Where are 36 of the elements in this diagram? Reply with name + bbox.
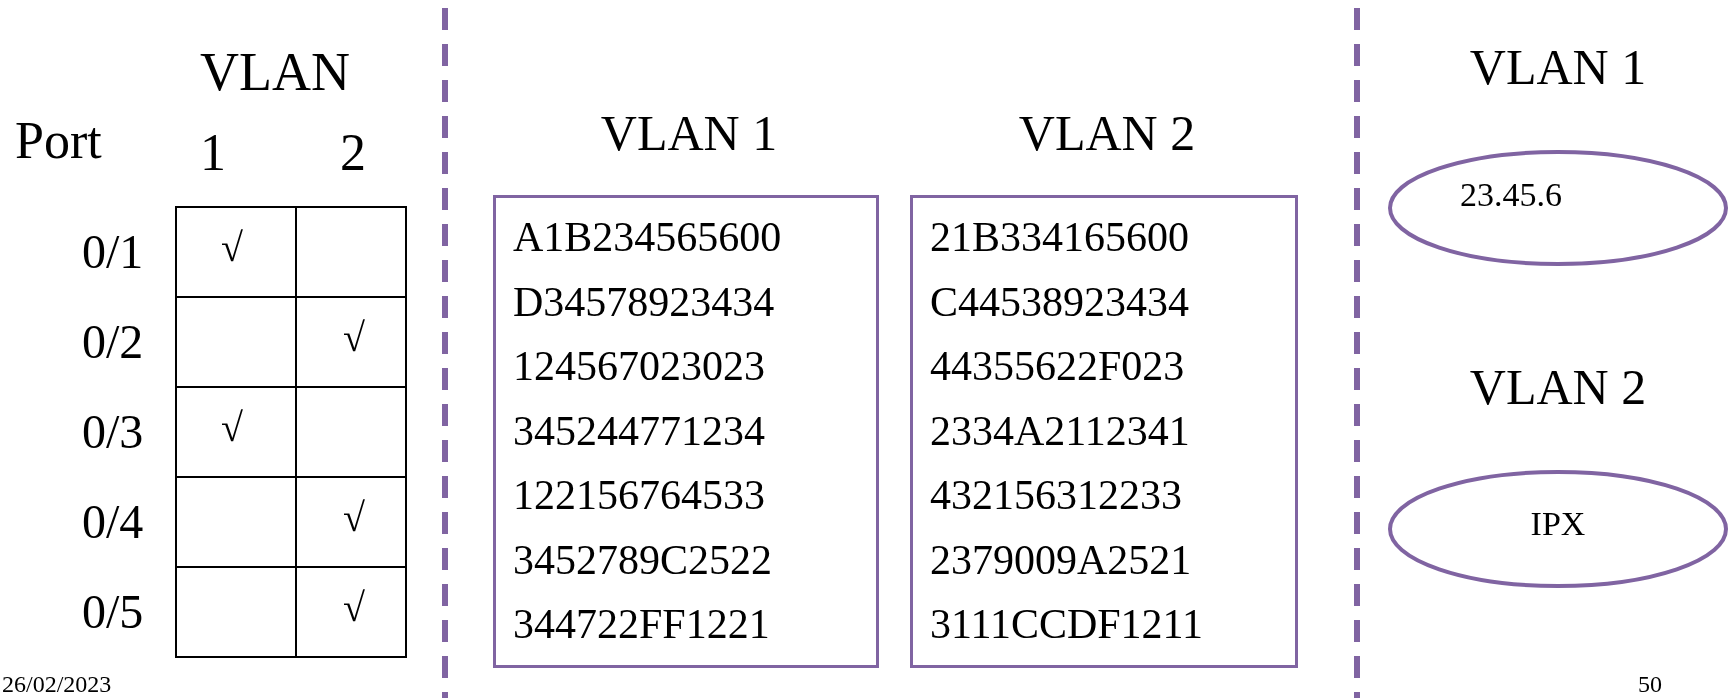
mac-address: 122156764533 — [513, 474, 765, 516]
port-number: 0/5 — [82, 588, 144, 636]
port-number: 0/4 — [82, 498, 144, 546]
vlan-heading: VLAN 1 — [1468, 42, 1648, 92]
mac-address: 2379009A2521 — [930, 538, 1192, 581]
protocol-text: IPX — [1529, 507, 1587, 541]
check-mark: √ — [343, 498, 365, 538]
mac-address: 124567023023 — [513, 345, 765, 387]
column-number: 1 — [200, 127, 226, 179]
port-number: 0/3 — [82, 408, 144, 456]
check-mark: √ — [343, 318, 365, 358]
check-mark: √ — [343, 588, 365, 628]
mac-address: D34578923434 — [513, 280, 775, 323]
mac-address: 21B334165600 — [930, 216, 1189, 258]
mac-address: 432156312233 — [930, 474, 1182, 516]
mac-address: 3452789C2522 — [513, 538, 772, 581]
column-header: VLAN — [200, 45, 350, 99]
protocol-text: 23.45.6 — [1460, 178, 1562, 212]
page-number: 50 — [1638, 672, 1662, 696]
mac-address: A1B234565600 — [513, 216, 782, 258]
mac-address: 2334A2112341 — [930, 409, 1190, 452]
vlan-heading: VLAN 2 — [1017, 108, 1197, 158]
mac-address: 44355622F023 — [930, 345, 1185, 387]
date-text: 26/02/2023 — [2, 672, 112, 696]
row-header: Port — [15, 115, 102, 167]
vlan-heading: VLAN 1 — [599, 108, 779, 158]
port-number: 0/1 — [82, 228, 144, 276]
column-number: 2 — [340, 127, 366, 179]
mac-address: C44538923434 — [930, 280, 1189, 323]
check-mark: √ — [221, 408, 243, 448]
check-mark: √ — [221, 228, 243, 268]
port-number: 0/2 — [82, 318, 144, 366]
mac-address: 3111CCDF1211 — [930, 603, 1204, 645]
mac-address: 344722FF1221 — [513, 603, 770, 645]
vlan-heading: VLAN 2 — [1468, 362, 1648, 412]
mac-address: 345244771234 — [513, 409, 765, 452]
